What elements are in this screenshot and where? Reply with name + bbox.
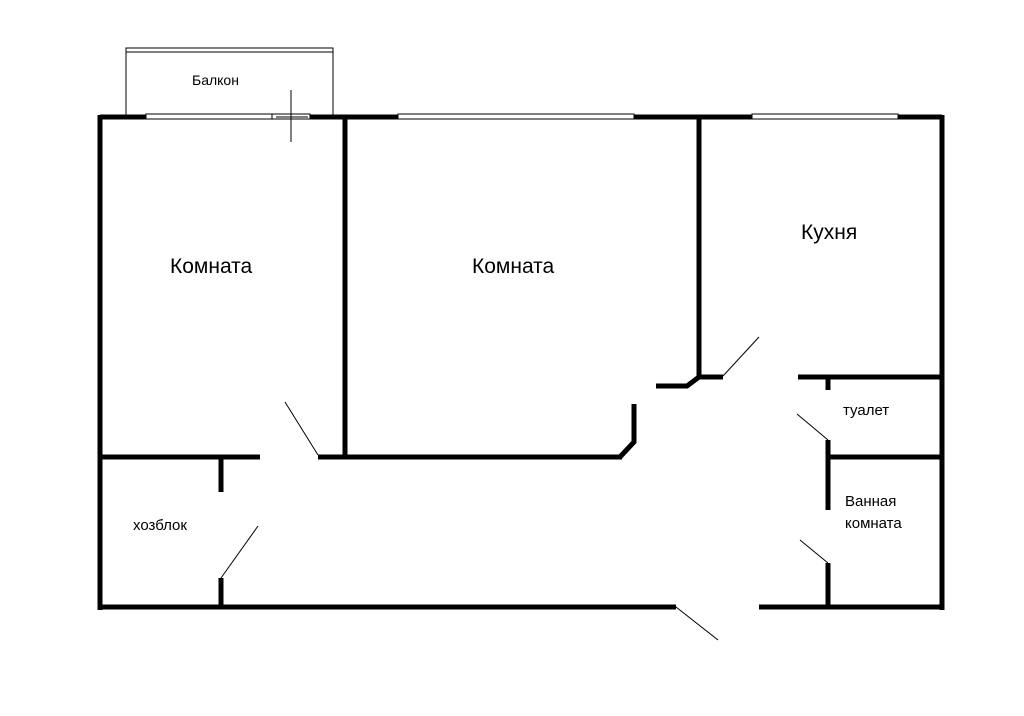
storage-label: хозблок <box>133 517 187 534</box>
window-left-room <box>145 113 273 120</box>
kitchen-label: Кухня <box>801 221 858 244</box>
door-swings <box>220 336 829 641</box>
window-center-room <box>397 113 635 120</box>
bathroom-label-line1: Ванная <box>845 493 897 510</box>
balcony-label: Балкон <box>192 72 239 88</box>
door-bathroom <box>799 539 829 564</box>
balcony-door-mark <box>276 90 308 142</box>
bathroom-label-line2: комната <box>845 515 902 532</box>
door-left-room <box>284 401 319 456</box>
window-kitchen <box>751 113 899 120</box>
interior-walls <box>100 117 942 609</box>
door-storage <box>220 525 259 579</box>
windows <box>145 113 899 120</box>
room-center-label: Комната <box>472 255 555 278</box>
toilet-label: туалет <box>843 402 890 419</box>
room-left-label: Комната <box>170 255 253 278</box>
door-entrance <box>675 606 719 641</box>
door-kitchen <box>722 336 760 377</box>
outer-walls <box>97 114 945 610</box>
door-toilet <box>796 413 829 441</box>
